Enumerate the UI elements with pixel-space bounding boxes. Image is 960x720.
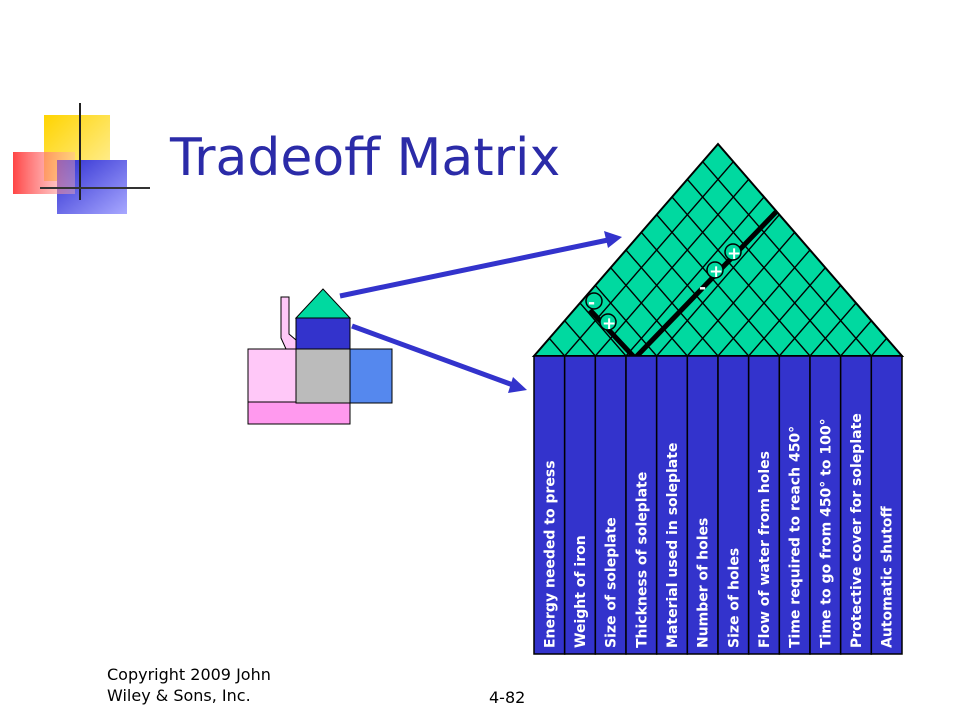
- column-cell: [563, 355, 597, 655]
- mini-house-roof: [294, 288, 352, 319]
- column-label: Automatic shutoff: [880, 506, 896, 648]
- roof-grid-line: [534, 144, 688, 356]
- roof-grid-line: [534, 144, 811, 356]
- correlation-plus-2: +: [724, 243, 742, 264]
- correlation-roof: [531, 142, 905, 359]
- column-cell: [809, 355, 842, 655]
- correlation-sign: +: [709, 262, 723, 282]
- column-cell: [870, 355, 903, 655]
- correlation-circle: [599, 313, 617, 331]
- column-label: Size of holes: [726, 548, 742, 648]
- roof-grid-line: [534, 144, 596, 356]
- column-label: Number of holes: [696, 518, 712, 648]
- arrow-to-columns-line: [351, 323, 514, 388]
- roof-grid-line: [717, 144, 902, 356]
- column-label: Material used in soleplate: [665, 443, 681, 648]
- corner-decoration: [13, 103, 150, 214]
- roof-grid-line: [840, 144, 902, 356]
- correlation-sign: -: [588, 293, 595, 313]
- slide-title: Tradeoff Matrix: [170, 128, 561, 188]
- correlation-minus-2: -: [699, 278, 706, 298]
- column-cell: [717, 355, 750, 655]
- column-cell: [594, 355, 627, 655]
- roof-grid-line: [625, 144, 902, 356]
- column-label: Energy needed to press: [542, 460, 558, 648]
- mini-house-top-band: [295, 317, 351, 350]
- roof-grid-line: [534, 144, 750, 356]
- roof-grid-line: [534, 144, 566, 356]
- column-cell: [686, 355, 719, 655]
- column-label: Time to go from 450° to 100°: [818, 418, 834, 648]
- column-label: Protective cover for soleplate: [849, 413, 865, 648]
- technical-requirements-columns: Energy needed to press Weight of iron Size…: [533, 355, 903, 655]
- column-cell: [839, 355, 873, 655]
- roof-bold-line-left: [588, 308, 636, 359]
- correlation-plus-3: +: [706, 261, 724, 282]
- correlation-minus-1: -: [585, 292, 603, 313]
- slide-number: 4-82: [489, 688, 526, 707]
- column-label: Size of soleplate: [604, 517, 620, 648]
- correlation-plus-1: +: [599, 313, 617, 334]
- roof-grid-line: [870, 144, 902, 356]
- correlation-symbols: - + + + -: [585, 243, 742, 334]
- roof-grid-line: [534, 144, 719, 356]
- column-cell: [533, 355, 566, 655]
- footer-copyright: Copyright 2009 John Wiley & Sons, Inc.: [107, 664, 307, 706]
- arrow-to-roof-line: [339, 237, 609, 299]
- correlation-sign: +: [727, 244, 741, 264]
- roof-grid-line: [534, 144, 842, 356]
- roof-grid-line: [686, 144, 902, 356]
- column-label: Weight of iron: [573, 535, 589, 648]
- pointer-arrows: [339, 231, 622, 393]
- roof-bold-line-right: [634, 210, 778, 359]
- column-label: Flow of water from holes: [757, 451, 773, 648]
- mini-house-center: [295, 348, 351, 404]
- column-cell: [778, 355, 811, 655]
- roof-grid-line: [534, 144, 872, 356]
- correlation-circle: [585, 292, 603, 310]
- correlation-circle: [706, 261, 724, 279]
- arrow-to-roof-head: [604, 231, 622, 248]
- footer-copyright-line2: Wiley & Sons, Inc.: [107, 686, 251, 705]
- roof-grid-line: [748, 144, 902, 356]
- roof-grid-line: [656, 144, 902, 356]
- column-cell: [655, 355, 689, 655]
- mini-house-chimney: [280, 296, 297, 350]
- correlation-sign: +: [602, 314, 616, 334]
- correlation-circle: [724, 243, 742, 261]
- roof-grid-line: [534, 144, 902, 356]
- arrow-to-columns-head: [508, 377, 527, 393]
- mini-house-right-room: [349, 348, 393, 404]
- roof-grid-line: [594, 144, 902, 356]
- footer-copyright-line1: Copyright 2009 John: [107, 665, 271, 684]
- correlation-sign: -: [699, 278, 706, 298]
- column-label: Time required to reach 450°: [788, 426, 804, 648]
- mini-house-left-room: [247, 348, 297, 404]
- mini-house-base: [247, 401, 351, 425]
- column-label: Thickness of soleplate: [634, 472, 650, 648]
- roof-grid-line: [534, 144, 902, 356]
- roof-grid-line: [564, 144, 902, 356]
- roof-grid-line: [901, 144, 902, 356]
- mini-house-icon: [247, 288, 393, 425]
